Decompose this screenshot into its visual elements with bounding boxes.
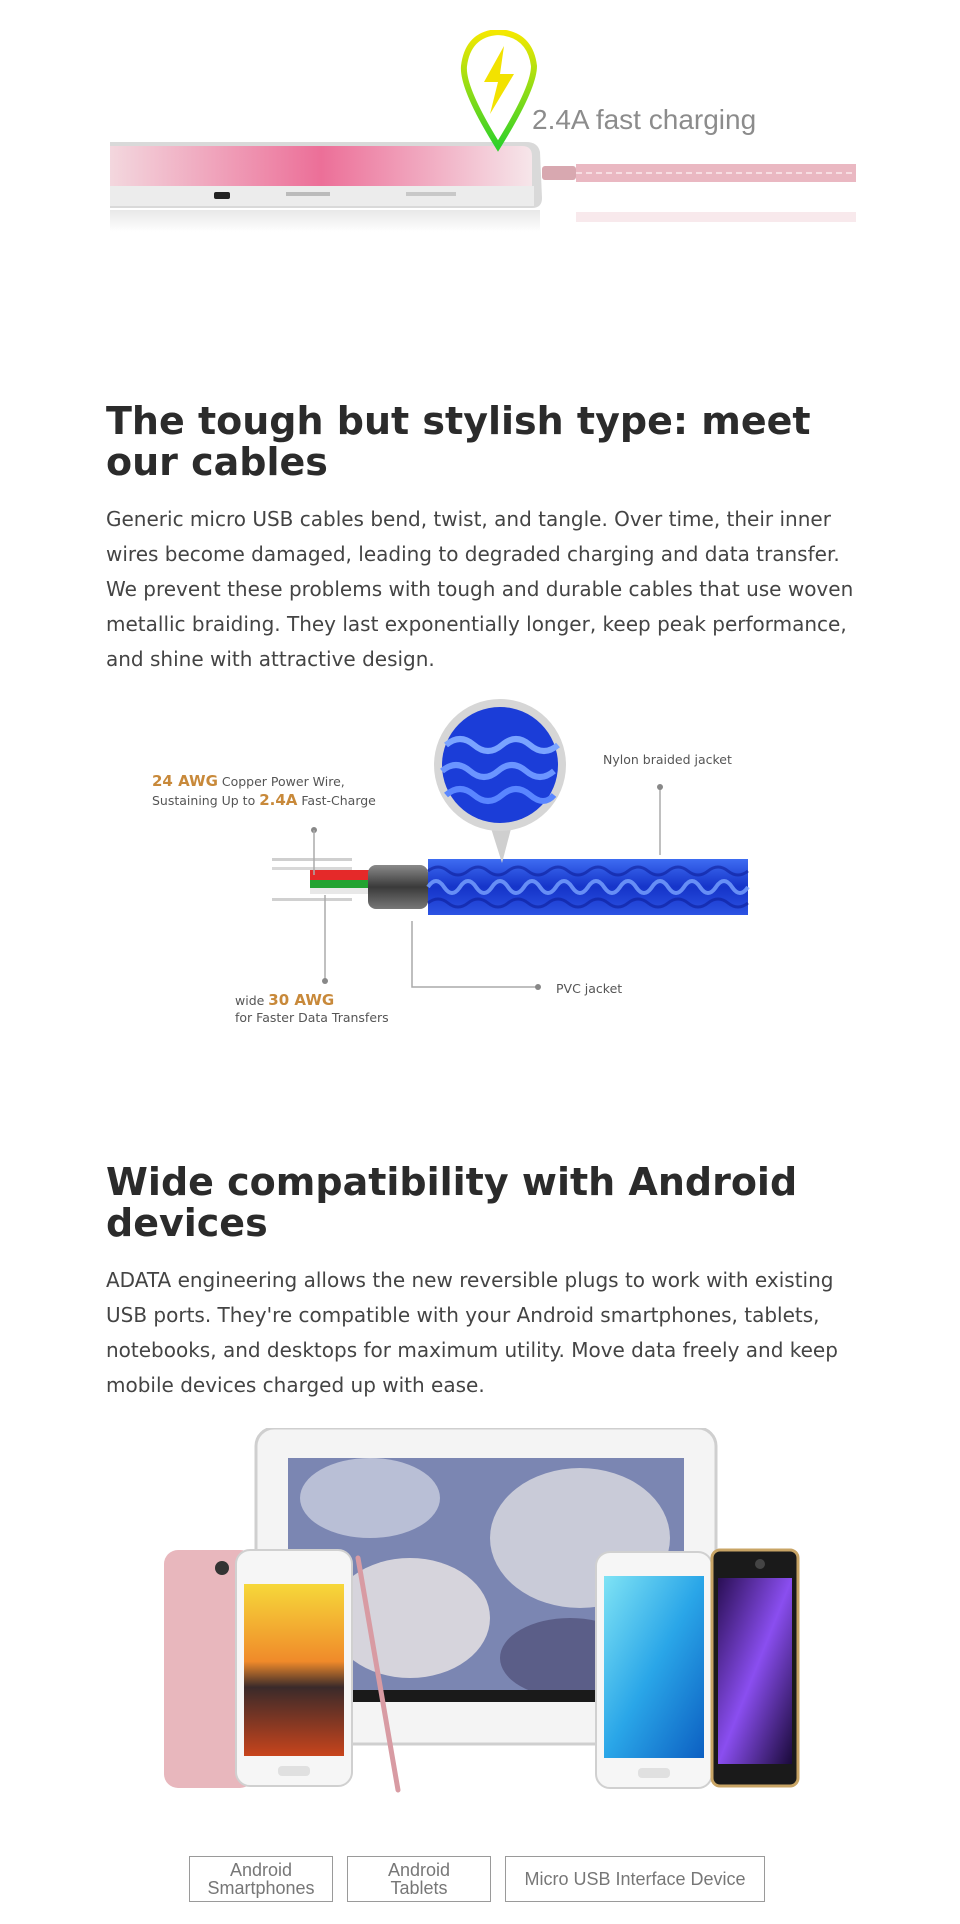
section-body-cables: Generic micro USB cables bend, twist, an… bbox=[106, 507, 854, 671]
compat-android-tablets[interactable]: Android Tablets bbox=[347, 1856, 491, 1902]
cable-structure-diagram bbox=[272, 699, 750, 990]
pvc-jacket-label: PVC jacket bbox=[556, 981, 623, 996]
nylon-jacket-label: Nylon braided jacket bbox=[603, 752, 732, 767]
hero-caption: 2.4A fast charging bbox=[532, 104, 757, 135]
section-body-compatibility: ADATA engineering allows the new reversi… bbox=[106, 1268, 838, 1397]
power-wire-label: 24 AWG Copper Power Wire, Sustaining Up … bbox=[152, 772, 376, 809]
data-awg-value: 30 AWG bbox=[268, 991, 335, 1009]
section-title-cables: The tough but stylish type: meet our cab… bbox=[106, 399, 811, 484]
power-amp-value: 2.4A bbox=[259, 791, 298, 809]
compat-micro-usb-device[interactable]: Micro USB Interface Device bbox=[505, 1856, 765, 1902]
hero-tablet-cable-image bbox=[110, 30, 856, 232]
android-devices-image bbox=[164, 1428, 800, 1793]
power-awg-value: 24 AWG bbox=[152, 772, 218, 790]
compat-android-smartphones[interactable]: Android Smartphones bbox=[189, 1856, 333, 1902]
section-title-compatibility: Wide compatibility with Android devices bbox=[106, 1160, 798, 1245]
data-wire-label: wide 30 AWG for Faster Data Transfers bbox=[235, 991, 389, 1026]
